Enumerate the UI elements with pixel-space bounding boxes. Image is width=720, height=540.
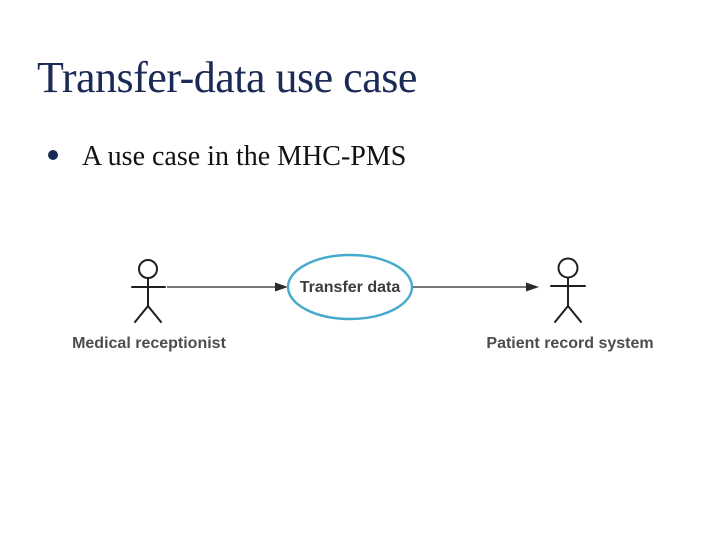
association-usecase-to-system (413, 282, 539, 292)
use-case-node: Transfer data (286, 253, 414, 321)
actor-figure-patient-record-system (550, 257, 586, 323)
arrow-head-icon (275, 282, 288, 292)
arrow-head-icon (526, 282, 539, 292)
actor-leg-right (567, 305, 582, 323)
bullet-text: A use case in the MHC-PMS (82, 141, 407, 172)
actor-label-patient-record-system: Patient record system (486, 335, 653, 352)
association-receptionist-to-usecase (167, 282, 288, 292)
actor-head (138, 259, 158, 279)
actor-head (557, 257, 579, 279)
actor-leg-left (134, 305, 149, 323)
actor-label-medical-receptionist: Medical receptionist (72, 335, 226, 352)
actor-figure-medical-receptionist (131, 259, 166, 323)
use-case-label: Transfer data (300, 279, 401, 296)
bullet-dot (48, 150, 58, 160)
actor-leg-left (554, 305, 569, 323)
actor-leg-right (147, 305, 162, 323)
slide-title: Transfer-data use case (37, 53, 417, 102)
use-case-ellipse (286, 253, 414, 321)
